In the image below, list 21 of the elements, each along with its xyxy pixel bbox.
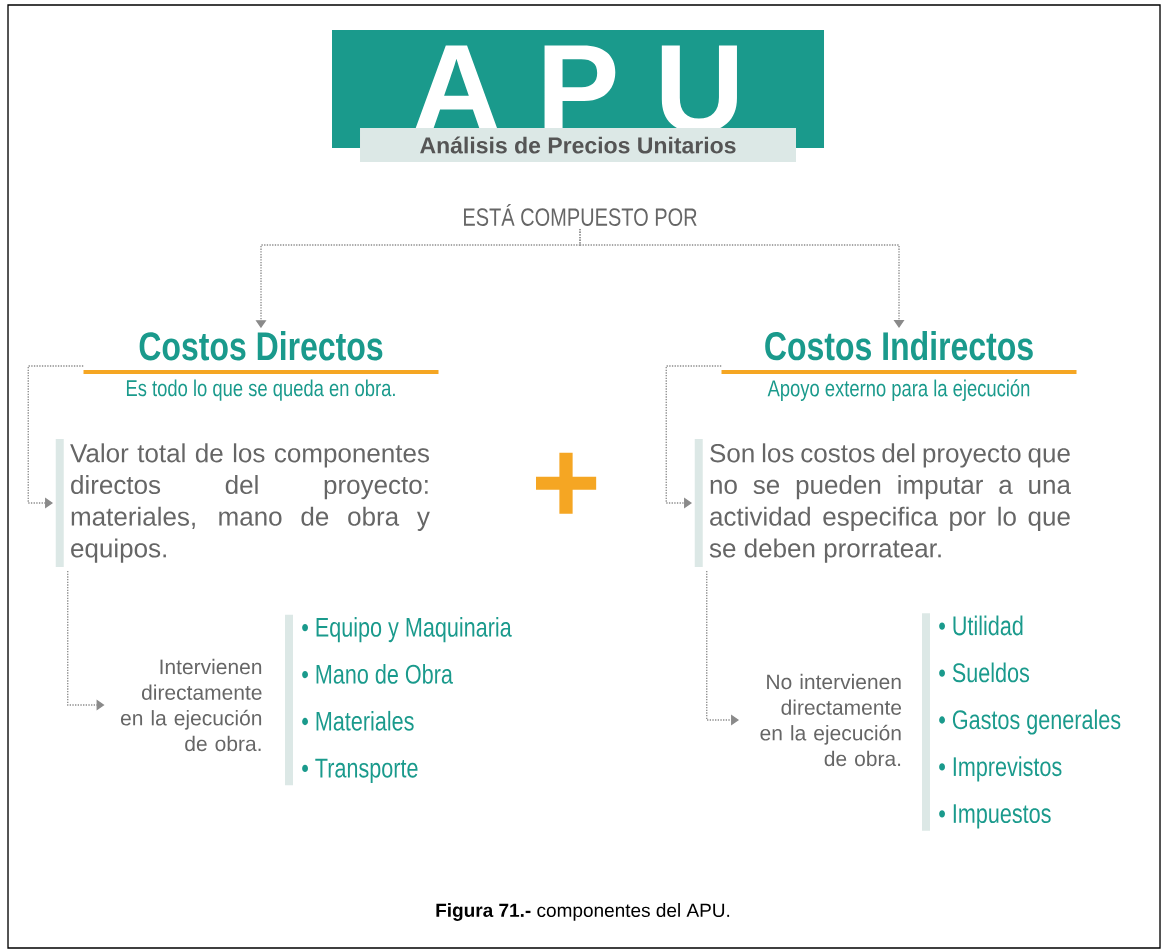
description-paragraph: Son los costos del proyecto que no se pueden imputar a una actividad especifica por lo que se deben prorratear.: [694, 439, 1071, 567]
node-label: • Equipo y Maquinaria: [302, 617, 512, 643]
title-banner: A P U Análisis de Precios Unitarios: [332, 30, 824, 162]
node-label: • Materiales: [302, 710, 414, 731]
node-label: • Gastos generales: [939, 709, 1121, 735]
node-label: • Utilidad: [939, 615, 1023, 636]
connector-text: ESTÁ COMPUESTO POR: [464, 204, 697, 226]
section-heading: Costos Directos Es todo lo que se queda en obra.: [83, 331, 439, 401]
section-heading: Costos Indirectos Apoyo externo para la ejecución: [721, 331, 1077, 401]
plus-sign: +: [536, 452, 597, 514]
node-label: • Mano de Obra: [302, 663, 453, 684]
note-text: No intervienen directamente en la ejecución de obra.: [760, 673, 902, 767]
bullet-list: • Utilidad • Sueldos • Gastos generales • Imprevistos • Impuestos: [922, 613, 1121, 831]
node-label: • Sueldos: [939, 662, 1030, 683]
bullet-list: • Equipo y Maquinaria • Mano de Obra • Materiales • Transporte: [285, 614, 512, 786]
node-label: • Transporte: [302, 758, 418, 783]
node-label: • Imprevistos: [939, 756, 1062, 782]
description-paragraph: Valor total de los componentes directos del proyecto: materiales, mano de obra y equipos.: [55, 439, 430, 567]
figure-caption: Figura 71.- componentes del APU.: [436, 903, 730, 921]
note-text: Intervienen directamente en la ejecución de obra.: [121, 658, 262, 752]
node-label: • Impuestos: [939, 804, 1051, 829]
